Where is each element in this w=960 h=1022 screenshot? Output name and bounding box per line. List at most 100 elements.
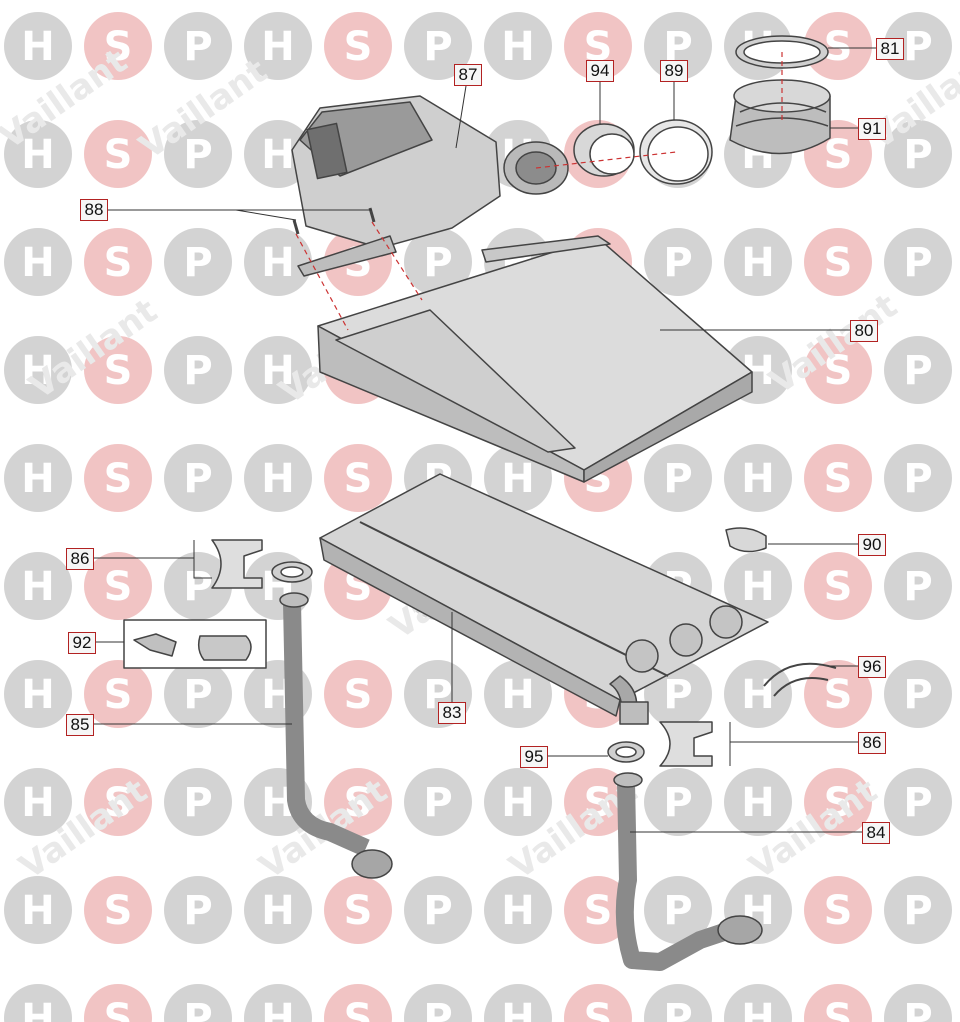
watermark-badge: S: [804, 12, 872, 80]
watermark-letter: P: [903, 780, 932, 826]
watermark-badge: P: [164, 984, 232, 1022]
watermark-circle: [84, 120, 152, 188]
watermark-letter: H: [741, 456, 774, 502]
watermark-circle: [404, 876, 472, 944]
watermark-letter: H: [21, 456, 54, 502]
watermark-circle: [164, 984, 232, 1022]
watermark-badge: S: [84, 444, 152, 512]
watermark-circle: [4, 984, 72, 1022]
watermark-letter: P: [183, 348, 212, 394]
watermark-circle: [84, 552, 152, 620]
watermark-circle: [644, 984, 712, 1022]
watermark-badge: S: [804, 876, 872, 944]
callout-92: 92: [68, 632, 96, 654]
watermark-letter: S: [344, 456, 373, 502]
watermark-letter: H: [261, 132, 294, 178]
watermark-circle: [324, 876, 392, 944]
watermark-circle: [164, 120, 232, 188]
watermark-circle: [4, 120, 72, 188]
watermark-circle: [724, 660, 792, 728]
watermark-circle: [244, 876, 312, 944]
watermark-letter: P: [423, 780, 452, 826]
watermark-badge: S: [84, 336, 152, 404]
watermark-letter: H: [261, 888, 294, 934]
clip-86-lower-part: [659, 721, 713, 767]
watermark-badge: P: [644, 228, 712, 296]
watermark-badge: P: [164, 228, 232, 296]
watermark-badge: H: [244, 876, 312, 944]
watermark-circle: [724, 444, 792, 512]
clip-86-upper-part: [211, 539, 263, 589]
watermark-letter: P: [183, 24, 212, 70]
watermark-circle: [724, 552, 792, 620]
watermark-letter: P: [903, 240, 932, 286]
washer-upper-part: [271, 561, 313, 583]
watermark-letter: S: [104, 780, 133, 826]
watermark-badge: S: [804, 984, 872, 1022]
watermark-badge: S: [564, 984, 632, 1022]
watermark-badge: S: [324, 660, 392, 728]
watermark-letter: S: [824, 996, 853, 1022]
watermark-circle: [884, 552, 952, 620]
watermark-circle: [404, 984, 472, 1022]
watermark-letter: H: [501, 996, 534, 1022]
watermark-circle: [644, 444, 712, 512]
watermark-letter: P: [903, 996, 932, 1022]
seal-ring-94-part: [573, 123, 635, 177]
watermark-badge: P: [164, 552, 232, 620]
watermark-badge: H: [4, 984, 72, 1022]
watermark-letter: P: [183, 996, 212, 1022]
watermark-badge: H: [4, 120, 72, 188]
watermark-letter: P: [663, 672, 692, 718]
callout-94: 94: [586, 60, 614, 82]
watermark-badge: P: [164, 768, 232, 836]
watermark-letter: S: [104, 672, 133, 718]
watermark-circle: [324, 984, 392, 1022]
watermark-circle: [804, 228, 872, 296]
watermark-letter: P: [183, 240, 212, 286]
watermark-badge: S: [804, 552, 872, 620]
watermark-badge: H: [244, 336, 312, 404]
watermark-badge: S: [84, 768, 152, 836]
watermark-circle: [804, 552, 872, 620]
watermark-badge: H: [484, 984, 552, 1022]
watermark-circle: [324, 768, 392, 836]
watermark-circle: [164, 12, 232, 80]
watermark-letter: P: [903, 672, 932, 718]
watermark-badge: H: [4, 336, 72, 404]
watermark-circle: [644, 768, 712, 836]
watermark-badge: H: [724, 552, 792, 620]
watermark-letter: P: [183, 132, 212, 178]
watermark-letter: P: [903, 132, 932, 178]
watermark-letter: P: [183, 888, 212, 934]
watermark-circle: [244, 228, 312, 296]
watermark-letter: H: [741, 240, 774, 286]
watermark-circle: [4, 660, 72, 728]
watermark-circle: [164, 660, 232, 728]
watermark-circle: [804, 768, 872, 836]
watermark-circle: [84, 336, 152, 404]
watermark-letter: H: [501, 780, 534, 826]
callout-86-upper: 86: [66, 548, 94, 570]
watermark-badge: H: [4, 444, 72, 512]
watermark-circle: [564, 876, 632, 944]
watermark-badge: H: [484, 768, 552, 836]
watermark-badge: H: [4, 876, 72, 944]
watermark-circle: [244, 336, 312, 404]
watermark-badge: S: [324, 12, 392, 80]
callout-81: 81: [876, 38, 904, 60]
watermark-badge: P: [884, 552, 952, 620]
watermark-badge: H: [244, 12, 312, 80]
watermark-circle: [164, 552, 232, 620]
watermark-circle: [724, 768, 792, 836]
watermark-letter: S: [104, 348, 133, 394]
watermark-badge: P: [164, 12, 232, 80]
watermark-letter: S: [824, 240, 853, 286]
watermark-circle: [4, 444, 72, 512]
watermark-letter: P: [183, 456, 212, 502]
watermark-badge: H: [244, 444, 312, 512]
watermark-letter: S: [824, 456, 853, 502]
watermark-letter: S: [824, 780, 853, 826]
watermark-letter: S: [584, 780, 613, 826]
callout-87: 87: [454, 64, 482, 86]
